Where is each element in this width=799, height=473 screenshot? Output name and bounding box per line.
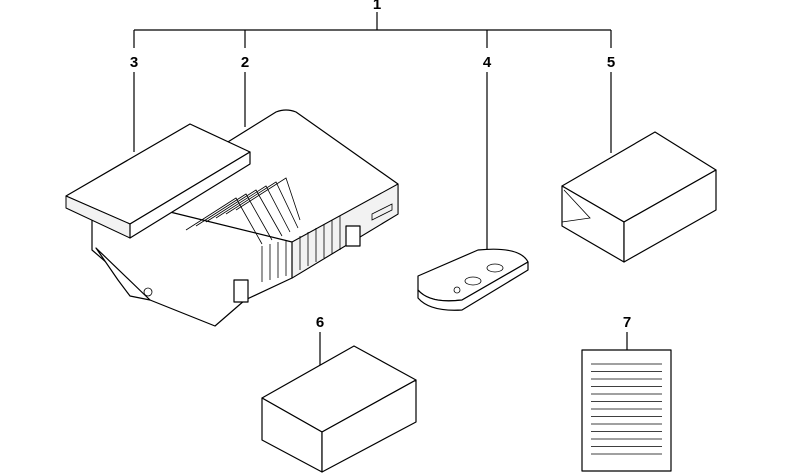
callout-1-group: 1 [133,0,612,48]
boxed-part-6-icon [261,345,417,473]
control-unit-icon [91,109,399,327]
callout-5: 5 [607,54,615,71]
callout-6: 6 [316,314,324,331]
cooling-fins [185,177,301,245]
sheet-text-lines [591,363,662,455]
cover-plate-icon [65,123,251,239]
remote-key-fob-icon [417,248,529,311]
callout-3: 3 [130,54,138,71]
callout-7: 7 [623,314,631,331]
instruction-sheet-icon [581,349,672,472]
callout-4: 4 [483,54,492,71]
fob-button-1 [464,276,482,286]
fob-button-2 [486,263,504,273]
connector-ribs [261,216,341,282]
boxed-part-5-icon [561,131,717,263]
callout-2: 2 [241,54,249,71]
callout-1: 1 [373,0,381,13]
